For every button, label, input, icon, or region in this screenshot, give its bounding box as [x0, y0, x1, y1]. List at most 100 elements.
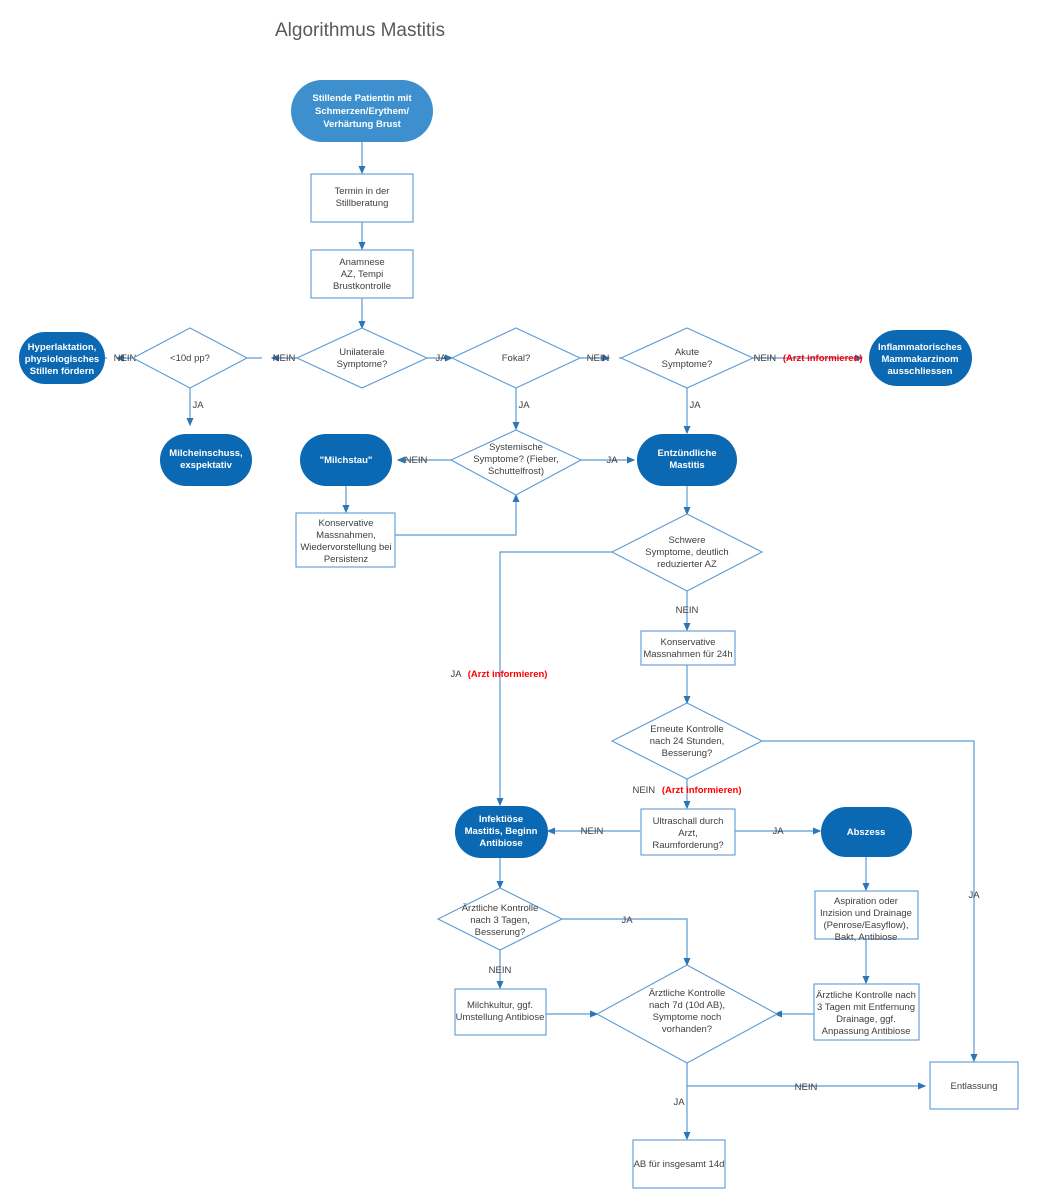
node-infektioese-mastitis[interactable]: Infektiöse Mastitis, Beginn Antibiose — [455, 806, 548, 858]
node-start[interactable]: Stillende Patientin mit Schmerzen/Erythe… — [291, 80, 433, 142]
node-ultraschall-raumforderung[interactable]: Ultraschall durch Arzt, Raumforderung? — [640, 808, 736, 856]
edge-label-fokal-ja: JA — [518, 400, 530, 411]
edge-label-erneute-nein-main: NEIN — [632, 785, 655, 796]
kontrolle7d-line-2: nach 7d (10d AB), — [649, 1000, 725, 1011]
node-akute-symptome[interactable]: Akute Symptome? — [619, 327, 755, 389]
milchkultur-rect-shape — [454, 988, 547, 1036]
node-ab-14d[interactable]: AB für insgesamt 14d — [632, 1139, 726, 1189]
edge-label-systemische-nein: NEIN — [405, 455, 428, 466]
kontrolle-drainage-line-3: Drainage, ggf. — [836, 1014, 896, 1025]
node-konservative-massnahmen-24h[interactable]: Konservative Massnahmen für 24h — [640, 630, 736, 666]
edge-kontrolle3t-ja — [562, 918, 691, 967]
start-line-3: Verhärtung Brust — [323, 119, 401, 130]
ultraschall-line-3: Raumforderung? — [652, 840, 723, 851]
node-milchkultur[interactable]: Milchkultur, ggf. Umstellung Antibiose — [454, 988, 547, 1036]
kontrolle3t-diamond-shape — [436, 887, 564, 951]
hyperlaktation-line-1: Hyperlaktation, — [28, 342, 97, 353]
edge-label-kontrolle7d-ja: JA — [673, 1097, 685, 1108]
ab14d-rect-shape — [632, 1139, 726, 1189]
termin-rect-shape — [310, 173, 414, 223]
node-schwere-symptome[interactable]: Schwere Symptome, deutlich reduzierter A… — [610, 513, 764, 592]
fokal-line-1: Fokal? — [502, 353, 531, 364]
tendpp-line-1: <10d pp? — [170, 353, 210, 364]
erneute-line-1: Erneute Kontrolle — [650, 724, 723, 735]
entzuendliche-line-1: Entzündliche — [657, 448, 716, 459]
schwere-line-3: reduzierter AZ — [657, 559, 717, 570]
milchkultur-line-1: Milchkultur, ggf. — [467, 1000, 533, 1011]
akute-diamond-shape — [619, 327, 755, 389]
ultraschall-line-2: Arzt, — [678, 828, 698, 839]
node-termin-stillberatung[interactable]: Termin in der Stillberatung — [310, 173, 414, 223]
edge-label-schwere-ja-warn: (Arzt informieren) — [468, 669, 548, 680]
milchstau-line-1: "Milchstau" — [320, 455, 373, 466]
unilateral-diamond-shape — [295, 327, 429, 389]
inflammatorisch-oval-shape — [869, 330, 972, 386]
konservativ-persistenz-line-4: Persistenz — [324, 554, 369, 565]
kontrolle7d-line-1: Ärztliche Kontrolle — [649, 988, 726, 999]
edge-label-10dpp-nein: NEIN — [114, 353, 137, 364]
node-kontrolle-3-tage-besserung[interactable]: Ärztliche Kontrolle nach 3 Tagen, Besser… — [436, 887, 564, 951]
edge-label-kontrolle7d-nein: NEIN — [795, 1082, 818, 1093]
konservativ-persistenz-rect-shape — [295, 512, 396, 568]
edge-schwere-ja — [496, 551, 612, 807]
aspiration-line-4: Bakt, Antibiose — [835, 932, 898, 943]
node-milchstau[interactable]: "Milchstau" — [300, 434, 392, 486]
entzuendliche-oval-shape — [637, 434, 737, 486]
kontrolle7d-line-4: vorhanden? — [662, 1024, 712, 1035]
edge-konservativ-systemische-loop — [395, 493, 520, 536]
node-milcheinschuss[interactable]: Milcheinschuss, exspektativ — [160, 434, 252, 486]
systemische-line-3: Schuttelfrost) — [488, 466, 544, 477]
node-entzuendliche-mastitis[interactable]: Entzündliche Mastitis — [637, 434, 737, 486]
node-inflammatorisches-mammakarzinom[interactable]: Inflammatorisches Mammakarzinom ausschli… — [869, 330, 972, 386]
node-hyperlaktation[interactable]: Hyperlaktation, physiologisches Stillen … — [19, 332, 105, 384]
start-line-1: Stillende Patientin mit — [312, 93, 412, 104]
page-title: Algorithmus Mastitis — [275, 20, 445, 41]
node-konservative-massnahmen-persistenz[interactable]: Konservative Massnahmen, Wiedervorstellu… — [295, 512, 396, 568]
kontrolle-drainage-line-4: Anpassung Antibiose — [822, 1026, 911, 1037]
termin-line-1: Termin in der — [335, 186, 390, 197]
node-10d-pp[interactable]: <10d pp? — [131, 327, 249, 389]
node-systemische-symptome[interactable]: Systemische Symptome? (Fieber, Schuttelf… — [449, 429, 583, 496]
edge-label-10dpp-ja: JA — [192, 400, 204, 411]
edge-label-unilateral-nein: NEIN — [273, 353, 296, 364]
konservativ-persistenz-line-3: Wiedervorstellung bei — [300, 542, 391, 553]
node-erneute-kontrolle-24h[interactable]: Erneute Kontrolle nach 24 Stunden, Besse… — [610, 702, 764, 780]
edge-label-kontrolle3t-ja: JA — [621, 915, 633, 926]
edge-erneute-ja — [762, 740, 978, 1063]
kontrolle3t-line-1: Ärztliche Kontrolle — [462, 903, 539, 914]
kontrolle-drainage-line-2: 3 Tagen mit Entfernung — [817, 1002, 915, 1013]
milchstau-oval-shape — [300, 434, 392, 486]
node-kontrolle-3-tage-drainage[interactable]: Ärztliche Kontrolle nach 3 Tagen mit Ent… — [813, 983, 920, 1041]
edge-label-akute-nein: NEIN (Arzt informieren) — [753, 353, 862, 364]
start-line-2: Schmerzen/Erythem/ — [315, 106, 409, 117]
anamnese-line-1: Anamnese — [339, 257, 384, 268]
start-oval-shape — [291, 80, 433, 142]
erneute-line-3: Besserung? — [662, 748, 713, 759]
erneute-diamond-shape — [610, 702, 764, 780]
node-abszess[interactable]: Abszess — [821, 807, 912, 857]
node-unilaterale-symptome[interactable]: Unilaterale Symptome? — [295, 327, 429, 389]
edge-label-schwere-nein: NEIN — [676, 605, 699, 616]
hyperlaktation-line-3: Stillen fördern — [30, 366, 95, 377]
edge-layer — [105, 141, 978, 1141]
node-anamnese[interactable]: Anamnese AZ, Tempi Brustkontrolle — [310, 249, 414, 299]
node-fokal[interactable]: Fokal? — [450, 327, 582, 389]
unilateral-line-1: Unilaterale — [339, 347, 384, 358]
hyperlaktation-line-2: physiologisches — [25, 354, 99, 365]
konservativ24-rect-shape — [640, 630, 736, 666]
node-aspiration-inzision-drainage[interactable]: Aspiration oder Inzision und Drainage (P… — [814, 890, 919, 943]
ultraschall-line-1: Ultraschall durch — [653, 816, 724, 827]
node-entlassung[interactable]: Entlassung — [929, 1061, 1019, 1110]
edge-label-akute-nein-warn: (Arzt informieren) — [783, 353, 863, 364]
edge-label-schwere-ja: JA (Arzt informieren) — [451, 669, 548, 680]
node-kontrolle-7d[interactable]: Ärztliche Kontrolle nach 7d (10d AB), Sy… — [595, 964, 779, 1064]
edge-label-erneute-nein: NEIN (Arzt informieren) — [632, 785, 741, 796]
konservativ24-line-2: Massnahmen für 24h — [643, 649, 732, 660]
edge-label-unilateral-ja: JA — [435, 353, 447, 364]
abszess-line-1: Abszess — [847, 827, 886, 838]
aspiration-line-3: (Penrose/Easyflow), — [823, 920, 908, 931]
infektioese-line-1: Infektiöse — [479, 814, 523, 825]
erneute-line-2: nach 24 Stunden, — [650, 736, 724, 747]
